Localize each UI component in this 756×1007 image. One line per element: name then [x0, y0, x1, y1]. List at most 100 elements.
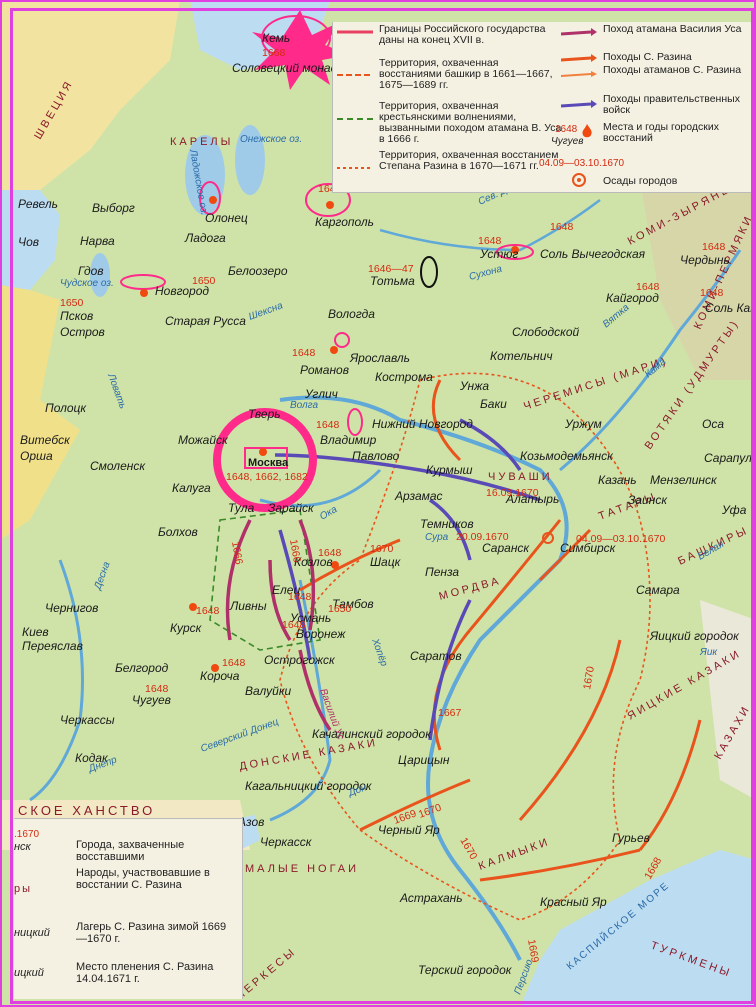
city-label: Пенза — [425, 565, 459, 579]
city-label: Шацк — [370, 555, 402, 569]
year-label: 1650 — [60, 297, 84, 309]
legend-capture-text: Место пленения С. Разина 14.04.1671 г. — [76, 961, 214, 985]
city-label: Алатырь — [505, 492, 559, 506]
year-label: 16.09.1670 — [486, 487, 539, 499]
city-label: Черкасск — [260, 835, 313, 849]
city-label: Саратов — [410, 649, 462, 663]
city-label: Воронеж — [296, 627, 346, 641]
legend-sieges-text: Осады городов — [603, 175, 678, 187]
city-label: Зарайск — [268, 501, 315, 515]
city-label: Белоозеро — [228, 264, 288, 278]
river-label: Яик — [699, 647, 718, 658]
river-label: Онежское оз. — [240, 134, 302, 145]
city-label: Гурьев — [612, 831, 650, 845]
year-label: 1646—47 — [368, 263, 414, 275]
us-campaigns — [225, 519, 332, 731]
gov-route-5 — [459, 418, 522, 471]
legend-siege-dates: 04.09—03.10.1670 — [539, 158, 625, 169]
totma-highlight — [420, 256, 438, 288]
city-label: Темников — [420, 517, 474, 531]
city-label: Болхов — [158, 525, 198, 539]
legend-atamans-text: Походы атаманов С. Разина — [603, 64, 742, 76]
year-label: 1670 — [370, 543, 394, 555]
city-label: Азов — [237, 815, 264, 829]
razin-route-9 — [538, 528, 592, 582]
legend-uprising-year: 1648 — [555, 124, 578, 135]
kazakh-steppe — [700, 600, 756, 800]
city-label: Кодак — [75, 751, 109, 765]
city-label: Орша — [20, 449, 53, 463]
year-label: 1648 — [145, 683, 169, 695]
fire-icon — [326, 201, 334, 209]
legend-camp-text: Лагерь С. Разина зимой 1669—1670 г. — [76, 921, 227, 945]
caspian-sea — [520, 850, 756, 1007]
legend-peoples-text: Народы, участвовавшие в восстании С. Раз… — [76, 867, 210, 891]
city-label: Старая Русса — [165, 314, 246, 328]
city-label: Терский городок — [418, 963, 513, 977]
razin-route-6 — [518, 639, 622, 821]
city-label: Ревель — [18, 197, 58, 211]
ladoga-lake — [185, 135, 225, 215]
gov-route-4 — [278, 529, 312, 661]
city-label: Чердынь — [680, 253, 730, 267]
people-label: КАРЕЛЫ — [170, 136, 233, 148]
year-label: 1648 — [700, 287, 724, 299]
city-label: Царицын — [398, 753, 450, 767]
city-label: Чугуев — [132, 693, 171, 707]
legend-razin-area-text: Территория, охваченная восстанием Степан… — [379, 149, 559, 172]
city-label: Вологда — [328, 307, 375, 321]
city-label: Тула — [228, 501, 255, 515]
razin-route-8 — [431, 379, 462, 462]
fire-icon — [140, 289, 148, 297]
kargopol-highlight — [305, 183, 351, 217]
year-label: 1648 — [478, 235, 502, 247]
legend-us-swatch — [561, 28, 597, 36]
city-label: Псков — [60, 309, 93, 323]
city-label: Тверь — [248, 407, 281, 421]
city-label: Яицкий городок — [649, 629, 740, 643]
fire-icon — [189, 603, 197, 611]
foreign-land-west — [0, 280, 80, 540]
city-label: Соль Камская — [705, 301, 756, 315]
city-label: Унжа — [459, 379, 489, 393]
razin-route-2 — [468, 519, 562, 631]
legend-peasant-text: Территория, охваченная крестьянскими вол… — [379, 100, 562, 145]
city-label: Калуга — [172, 481, 211, 495]
peasant-unrest-area — [209, 509, 321, 651]
ustyug-highlight — [496, 244, 534, 260]
fire-icon — [511, 246, 519, 254]
fire-icon — [330, 346, 338, 354]
yaroslavl-highlight — [334, 332, 350, 348]
starburst-mark — [252, 10, 350, 90]
legend-uprising-city: Чугуев — [551, 136, 584, 147]
us-route-2 — [268, 559, 292, 641]
fire-markers — [140, 196, 519, 672]
people-label: ЧУВАШИ — [488, 471, 553, 483]
city-label: Курмыш — [426, 463, 473, 477]
city-label: Ладога — [184, 231, 226, 245]
city-label: Казань — [598, 473, 637, 487]
baltic-sea — [0, 190, 60, 290]
city-label: Козьмодемьянск — [520, 449, 614, 463]
city-label: Смоленск — [90, 459, 146, 473]
city-label: Арзамас — [394, 489, 443, 503]
sweden-land — [0, 0, 180, 200]
city-label: Кострома — [375, 370, 433, 384]
city-label: Усмань — [289, 611, 331, 625]
city-label: Новгород — [155, 284, 209, 298]
city-label: Павлово — [352, 449, 400, 463]
legend-uprisings-text: Места и годы городских восстаний — [603, 121, 719, 144]
legend-razin-area-swatch — [337, 167, 373, 169]
fire-icon — [582, 124, 592, 138]
legend-bottom: .1670 нск Города, захваченные восставшим… — [14, 818, 243, 999]
city-label: Владимир — [320, 433, 377, 447]
legend-camp-sample: ницкий — [14, 927, 50, 939]
city-label: Углич — [304, 387, 338, 401]
year-label: 1668 — [262, 47, 286, 59]
city-label: Романов — [300, 363, 349, 377]
city-label: Каргополь — [315, 215, 374, 229]
ural-hills — [640, 170, 756, 380]
city-label: Черкассы — [60, 713, 115, 727]
city-label: Мензелинск — [650, 473, 718, 487]
city-label: Тотьма — [370, 274, 415, 288]
